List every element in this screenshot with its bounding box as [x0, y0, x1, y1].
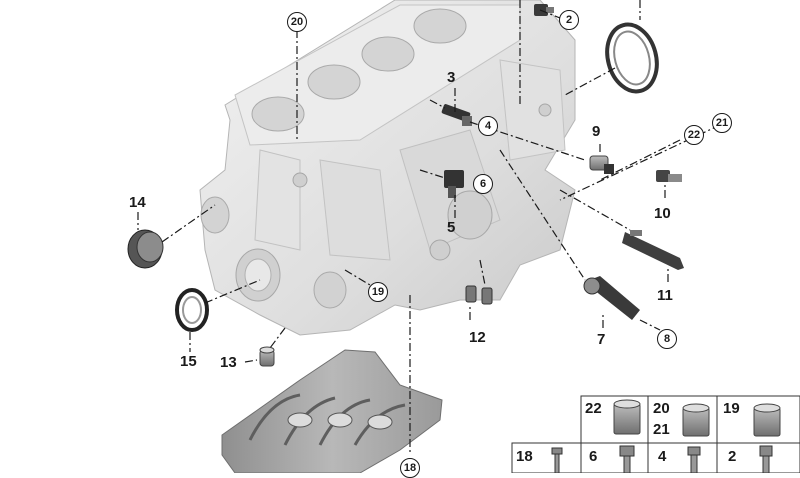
engine-block — [199, 0, 576, 336]
legend-number-20: 20 — [653, 400, 670, 417]
callout-2: 2 — [559, 10, 579, 30]
legend-number-4: 4 — [658, 448, 667, 465]
part-7-sensor — [583, 276, 640, 320]
callout-19: 19 — [368, 282, 388, 302]
part-9-sensor — [589, 155, 614, 174]
callout-13: 13 — [220, 354, 237, 371]
callout-15: 15 — [180, 353, 197, 370]
bedplate — [221, 349, 443, 473]
part-11-sensor — [622, 230, 684, 270]
legend-number-18: 18 — [516, 448, 533, 465]
callout-18: 18 — [400, 458, 420, 478]
legend-frame — [511, 395, 800, 473]
part-4-sensor — [441, 104, 472, 126]
callout-3: 3 — [447, 69, 456, 86]
callout-8: 8 — [657, 329, 677, 349]
callout-11: 11 — [657, 287, 673, 304]
callout-4: 4 — [478, 116, 498, 136]
callout-10: 10 — [654, 205, 671, 222]
callout-7: 7 — [597, 331, 606, 348]
legend-number-19: 19 — [723, 400, 740, 417]
part-10-sensor — [656, 170, 682, 182]
legend-number-2: 2 — [728, 448, 737, 465]
callout-5: 5 — [447, 219, 456, 236]
legend-number-22: 22 — [585, 400, 602, 417]
legend-number-6: 6 — [589, 448, 598, 465]
part-14-cap — [127, 229, 164, 269]
part-12-fitting — [465, 285, 493, 305]
legend-number-21: 21 — [653, 421, 670, 438]
callout-20: 20 — [287, 12, 307, 32]
callout-9: 9 — [592, 123, 601, 140]
part-15-seal — [175, 288, 209, 332]
part-6-sensor — [444, 170, 464, 198]
callout-22: 22 — [684, 125, 704, 145]
callout-21: 21 — [712, 113, 732, 133]
callout-12: 12 — [469, 329, 486, 346]
seal-ring-large — [605, 22, 659, 94]
callout-14: 14 — [129, 194, 146, 211]
part-13-plug — [259, 346, 275, 367]
leader-lines — [137, 0, 721, 455]
callout-6: 6 — [473, 174, 493, 194]
